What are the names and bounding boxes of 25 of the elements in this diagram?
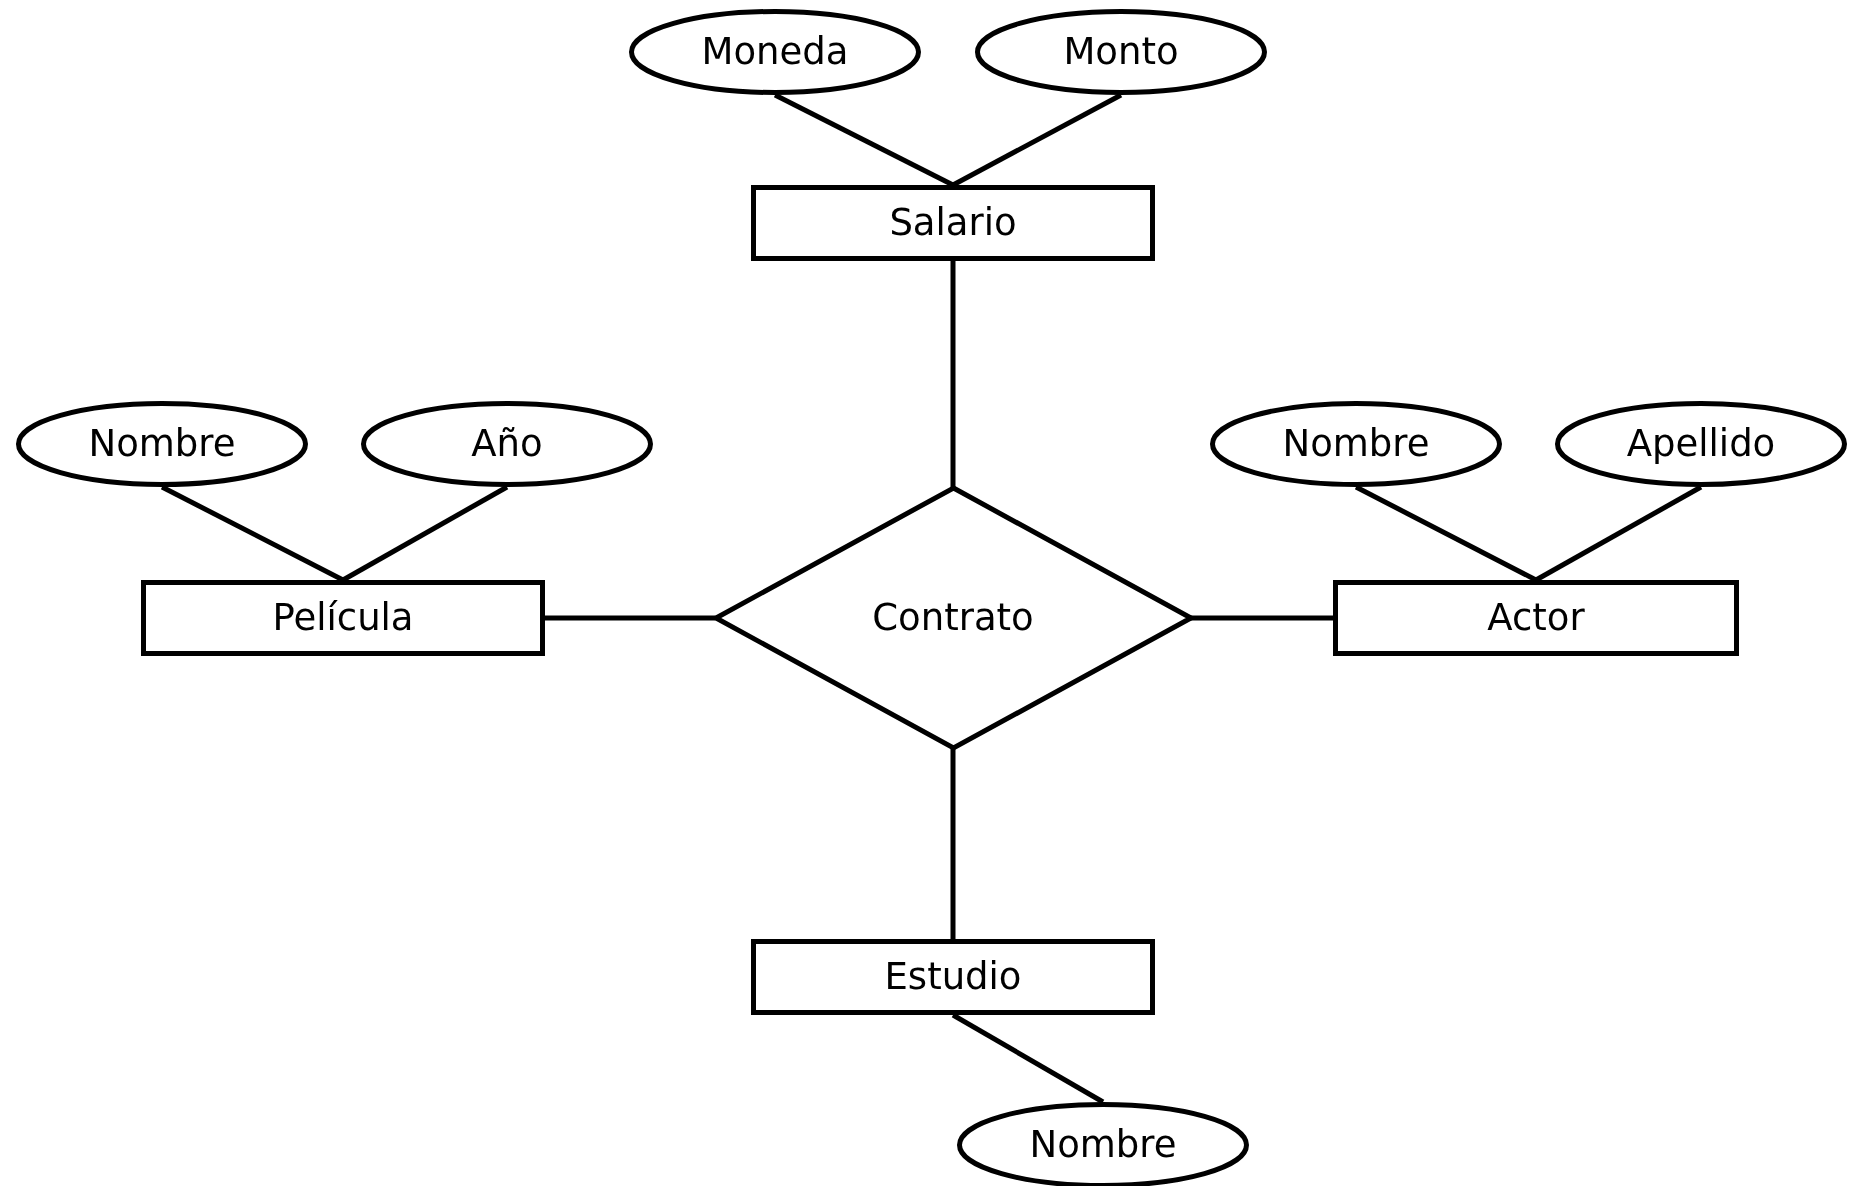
entity-name: Estudio xyxy=(884,956,1022,998)
attribute-ellipse xyxy=(361,401,653,487)
attribute-name: Nombre xyxy=(1282,423,1430,465)
connector-line xyxy=(950,261,956,488)
entity-box xyxy=(751,185,1155,261)
attribute-name: Año xyxy=(471,423,543,465)
attribute-name: Monto xyxy=(1063,31,1179,73)
entity-name: Actor xyxy=(1487,597,1585,639)
connector-line xyxy=(545,615,716,621)
entity-box xyxy=(1333,580,1739,656)
entity-box xyxy=(751,939,1155,1015)
attribute-ellipse xyxy=(16,401,308,487)
attribute-ellipse xyxy=(1555,401,1847,487)
attribute-name: Nombre xyxy=(88,423,236,465)
connector-line xyxy=(1190,615,1333,621)
entity-name: Película xyxy=(272,597,414,639)
connector-line xyxy=(950,748,956,939)
attribute-ellipse xyxy=(629,9,921,95)
attribute-ellipse xyxy=(1210,401,1502,487)
attribute-name: Nombre xyxy=(1029,1124,1177,1166)
attribute-name: Moneda xyxy=(701,31,849,73)
attribute-name: Apellido xyxy=(1626,423,1776,465)
entity-name: Salario xyxy=(889,202,1017,244)
attribute-ellipse xyxy=(975,9,1267,95)
entity-box xyxy=(141,580,545,656)
